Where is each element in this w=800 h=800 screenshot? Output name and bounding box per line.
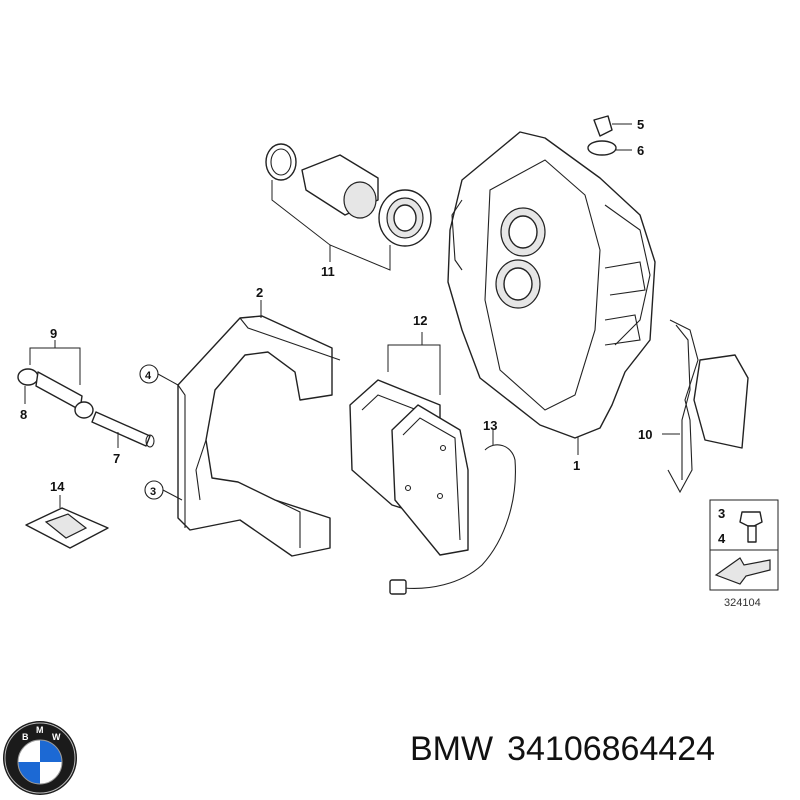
- callout-5: 5: [637, 117, 644, 132]
- callout-2: 2: [256, 285, 263, 300]
- grease-sachet: [25, 507, 109, 549]
- brand-name: BMW: [410, 730, 494, 768]
- callout-9: 9: [50, 326, 57, 341]
- callout-10: 10: [638, 427, 652, 442]
- anti-rattle-spring: [667, 319, 749, 494]
- svg-text:W: W: [52, 732, 61, 742]
- piston-repair-kit: [265, 143, 432, 247]
- callout-11: 11: [321, 264, 335, 279]
- part-caption: BMW 34106864424: [410, 730, 729, 769]
- part-number: 34106864424: [507, 730, 716, 768]
- caliper-carrier-bracket: [177, 315, 341, 557]
- brake-wear-sensor: [389, 444, 516, 595]
- brake-pad-set: [349, 379, 469, 556]
- callout-13: 13: [483, 418, 497, 433]
- svg-text:M: M: [36, 725, 44, 735]
- svg-text:B: B: [22, 732, 29, 742]
- callout-14: 14: [50, 479, 65, 494]
- callout-12: 12: [413, 313, 427, 328]
- bleeder-screw-and-cap: [587, 115, 617, 156]
- guide-pin-set: [17, 368, 155, 448]
- legend-3: 3: [718, 506, 725, 521]
- brake-caliper-housing: [447, 131, 656, 439]
- callout-3: 3: [150, 486, 156, 498]
- bmw-logo: B M W: [3, 721, 77, 795]
- callout-7: 7: [113, 451, 120, 466]
- diagram-id: 324104: [724, 597, 761, 609]
- callout-6: 6: [637, 143, 644, 158]
- callout-1: 1: [573, 458, 580, 473]
- legend-4: 4: [718, 531, 726, 546]
- callout-4: 4: [145, 370, 152, 382]
- callout-8: 8: [20, 407, 27, 422]
- bolt-legend-box: [709, 499, 779, 591]
